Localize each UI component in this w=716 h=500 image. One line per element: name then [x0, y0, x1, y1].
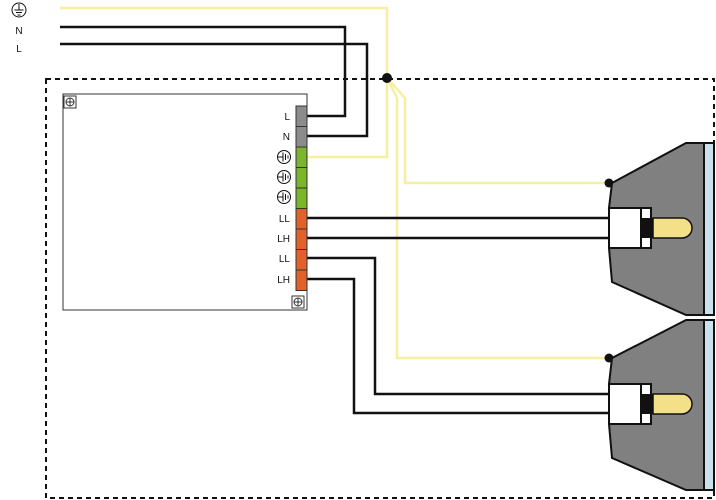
terminal-block	[295, 208, 308, 230]
lamp-socket	[641, 218, 653, 238]
terminal-block	[295, 269, 308, 291]
terminal-label-lh-2: LH	[277, 275, 290, 286]
fixture-2-ll-wire	[307, 256, 609, 396]
terminal-label-ll-2: LL	[279, 254, 291, 265]
terminal-block	[295, 187, 308, 209]
lamp-icon	[652, 393, 693, 415]
driver-earth-wire	[307, 78, 389, 159]
supply-earth-wire	[60, 6, 389, 78]
terminal-label-l: L	[284, 112, 290, 123]
terminal-block	[295, 228, 308, 250]
terminal-label-lh-1: LH	[277, 234, 290, 245]
line-wire	[60, 42, 369, 138]
lamp-holder	[608, 207, 642, 249]
driver-box	[62, 93, 308, 311]
front-lens	[703, 142, 715, 316]
neutral-wire	[60, 25, 347, 118]
lamp-holder	[608, 383, 642, 425]
terminal-block	[295, 126, 308, 148]
class-i-earth-icon	[291, 295, 305, 309]
supply-neutral-label: N	[15, 26, 22, 37]
terminal-block	[295, 167, 308, 189]
front-lens	[703, 319, 715, 491]
lamp-socket	[641, 394, 653, 414]
earth-ground-circled-icon	[277, 170, 291, 184]
earth-junction	[382, 73, 392, 83]
earth-ground-circled-icon	[277, 150, 291, 164]
terminal-block	[295, 105, 308, 127]
terminal-strip	[295, 105, 308, 291]
conductors	[60, 25, 609, 415]
luminaire-1	[607, 142, 715, 316]
class-i-earth-icon	[63, 95, 77, 109]
earth-ground-circled-icon	[11, 2, 27, 18]
fixture-2-earth-wire	[385, 77, 609, 360]
lamp-icon	[652, 217, 693, 239]
earth-wires	[60, 6, 609, 360]
terminal-block	[295, 249, 308, 271]
fixture-2-lh-wire	[307, 277, 609, 415]
supply-line-label: L	[16, 44, 22, 55]
earth-ground-circled-icon	[277, 190, 291, 204]
luminaire-2	[607, 319, 715, 491]
terminal-label-ll-1: LL	[279, 214, 291, 225]
terminal-block	[295, 146, 308, 168]
fixture-1-earth-wire	[386, 77, 609, 185]
terminal-label-n: N	[283, 132, 290, 143]
